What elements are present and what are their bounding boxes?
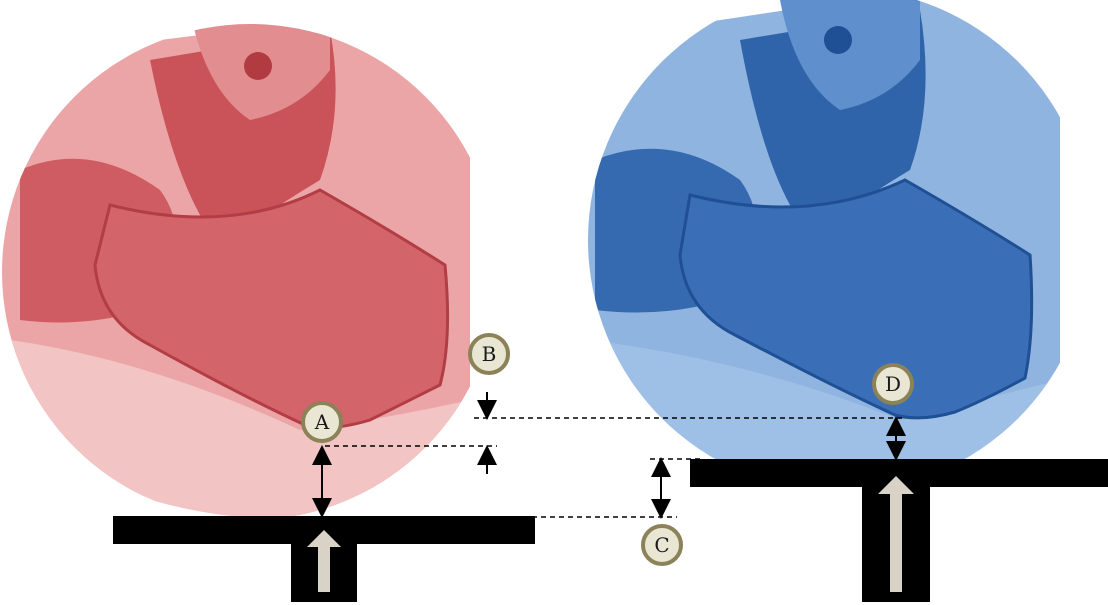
label-a-text: A [314, 410, 330, 434]
label-c: C [643, 526, 681, 564]
left-bone-hole [244, 52, 272, 80]
label-d: D [874, 365, 912, 403]
label-d-text: D [885, 372, 901, 396]
label-c-text: C [654, 533, 669, 557]
label-b: B [470, 335, 508, 373]
right-bone-hole [824, 26, 852, 54]
label-b-text: B [482, 342, 497, 366]
left-foot-image [0, 0, 498, 520]
label-a: A [303, 403, 341, 441]
